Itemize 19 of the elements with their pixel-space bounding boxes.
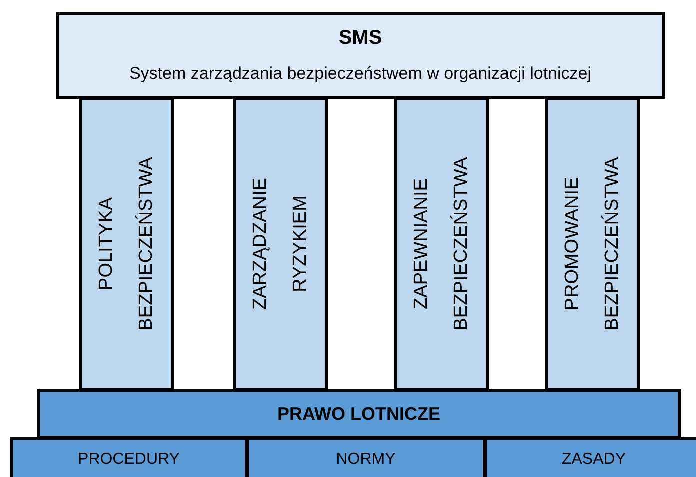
base-block [484, 437, 696, 477]
base-block [10, 437, 248, 477]
pillar-box [233, 97, 328, 391]
pillar-box [394, 97, 489, 391]
pillar-label: ZARZĄDZANIE RYZYKIEM [248, 177, 312, 312]
base-block [246, 437, 486, 477]
roof-title: SMS [338, 26, 382, 52]
pillar-box [79, 97, 174, 391]
foundation-box [37, 389, 681, 439]
foundation-label: PRAWO LOTNICZE [278, 402, 440, 426]
roof-box [56, 12, 665, 99]
base-label: NORMY [336, 450, 396, 470]
base-label: PROCEDURY [78, 450, 180, 470]
pillar-label: ZAPEWNIANIE BEZPIECZEŃSTWA [410, 156, 472, 333]
pillar-box [545, 97, 640, 391]
roof-subtitle: System zarządzania bezpieczeństwem w organizacji lotniczej [129, 63, 592, 85]
pillar-label: POLITYKA BEZPIECZEŃSTWA [94, 156, 158, 333]
base-label: ZASADY [562, 450, 626, 470]
pillar-label: PROMOWANIE BEZPIECZEŃSTWA [560, 156, 624, 333]
